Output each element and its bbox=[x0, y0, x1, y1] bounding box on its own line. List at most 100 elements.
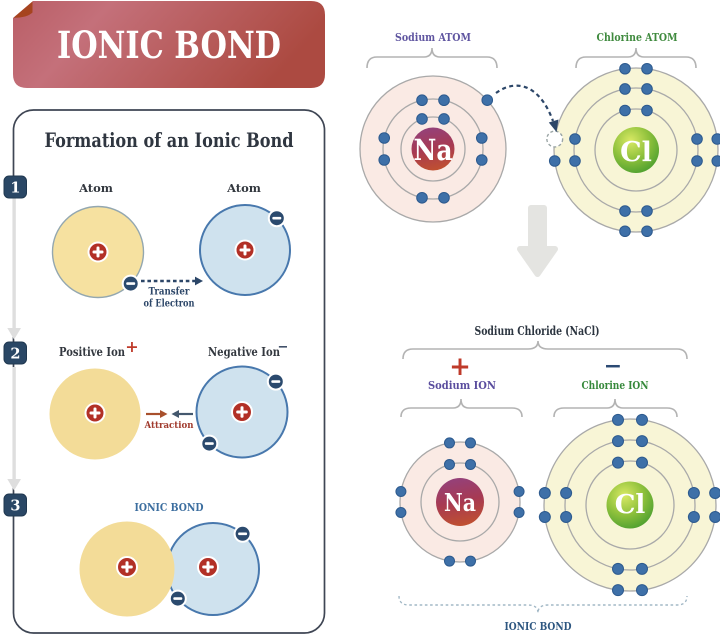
electron-icon bbox=[691, 133, 703, 145]
attraction-label: Attraction bbox=[144, 420, 194, 431]
electron-icon bbox=[641, 205, 653, 217]
step-3-badge bbox=[3, 493, 27, 517]
ionic-bond-brace bbox=[398, 595, 688, 614]
electron-icon bbox=[687, 487, 700, 499]
positive-superscript: + bbox=[125, 337, 138, 356]
electron-icon bbox=[438, 191, 450, 204]
chlorine-ion-label: Chlorine ION bbox=[582, 379, 649, 392]
electron-icon bbox=[687, 511, 700, 523]
step-1-left-label: Atom bbox=[78, 181, 113, 195]
step-badges: 1 2 3 bbox=[3, 175, 27, 517]
electron-icon bbox=[416, 113, 428, 125]
transfer-label-line1: Transfer bbox=[149, 286, 190, 298]
step-2-badge bbox=[3, 341, 27, 365]
electron-icon bbox=[636, 562, 648, 575]
nacl-brace bbox=[402, 340, 688, 360]
chlorine-ion-charge: − bbox=[604, 353, 622, 379]
step-2-right-label: Negative Ion bbox=[208, 345, 280, 359]
banner-fold-icon bbox=[13, 1, 33, 18]
banner-shape bbox=[13, 1, 325, 88]
banner-title: IONIC BOND bbox=[57, 23, 281, 67]
step-2-left-label: Positive Ion bbox=[59, 345, 125, 359]
sodium-ion-charge: + bbox=[449, 352, 471, 382]
sodium-ion-symbol: Na bbox=[444, 488, 476, 517]
chlorine-ion-symbol: Cl bbox=[615, 490, 646, 520]
electron-icon bbox=[395, 486, 407, 497]
sodium-atom-brace bbox=[366, 47, 498, 69]
down-arrowhead-icon bbox=[7, 479, 21, 491]
minus-charge-icon bbox=[266, 372, 285, 391]
electron-icon bbox=[636, 456, 648, 469]
electron-icon bbox=[709, 487, 720, 499]
panel-title: Formation of an Ionic Bond bbox=[45, 128, 294, 152]
chlorine-ion-brace bbox=[553, 398, 678, 418]
sodium-ion: Na bbox=[395, 437, 525, 567]
plus-charge-icon bbox=[197, 556, 219, 578]
electron-icon bbox=[612, 435, 624, 448]
step-1-badge bbox=[3, 175, 27, 199]
nacl-title: Sodium Chloride (NaCl) bbox=[475, 323, 600, 338]
step-connector-arrows bbox=[7, 198, 21, 491]
electron-icon bbox=[569, 155, 581, 167]
sodium-atom-label: Sodium ATOM bbox=[395, 30, 471, 44]
sodium-atom: Na bbox=[359, 75, 507, 223]
minus-charge-icon bbox=[200, 434, 219, 453]
electron-icon bbox=[438, 113, 450, 125]
plus-charge-icon bbox=[234, 239, 256, 261]
attraction-arrows-icon bbox=[146, 410, 193, 418]
ionic-bond-label: IONIC BOND bbox=[505, 620, 572, 633]
electron-transfer-arrow-icon bbox=[495, 84, 559, 132]
electron-icon bbox=[569, 133, 581, 145]
electron-icon bbox=[538, 511, 551, 523]
chlorine-atom-label: Chlorine ATOM bbox=[597, 30, 678, 44]
electron-icon bbox=[438, 94, 450, 107]
electron-icon bbox=[465, 555, 476, 567]
transfer-label-line2: of Electron bbox=[144, 298, 195, 310]
step-2-ions: Positive Ion + Negative Ion − bbox=[49, 337, 289, 460]
electron-icon bbox=[548, 155, 561, 167]
step-3-number: 3 bbox=[10, 498, 20, 515]
chlorine-ion: Cl bbox=[538, 413, 720, 597]
electron-icon bbox=[416, 191, 428, 204]
step-3-label: IONIC BOND bbox=[135, 500, 204, 514]
reaction-down-arrow-icon bbox=[517, 205, 558, 277]
electron-icon bbox=[636, 584, 648, 597]
chlorine-atom: Cl bbox=[546, 62, 720, 238]
electron-icon bbox=[691, 155, 703, 167]
sodium-ion-label: Sodium ION bbox=[428, 379, 496, 392]
electron-icon bbox=[513, 507, 525, 518]
step-2-number: 2 bbox=[10, 346, 20, 363]
electron-icon bbox=[636, 435, 648, 448]
chlorine-atom-shells bbox=[546, 62, 720, 238]
electron-icon bbox=[619, 62, 631, 75]
plus-charge-icon bbox=[231, 401, 253, 423]
minus-charge-icon bbox=[168, 589, 187, 608]
electron-icon bbox=[513, 486, 525, 497]
electron-icon bbox=[612, 584, 624, 597]
electron-vacancy-icon bbox=[546, 130, 564, 148]
electron-icon bbox=[444, 437, 455, 449]
transfer-arrow-icon bbox=[141, 276, 203, 286]
electron-icon bbox=[395, 507, 407, 518]
electron-icon bbox=[641, 225, 653, 238]
electron-icon bbox=[444, 458, 455, 470]
electron-icon bbox=[619, 104, 631, 117]
sodium-atom-shells bbox=[359, 75, 507, 223]
electron-icon bbox=[465, 437, 476, 449]
banner-ribbon: IONIC BOND bbox=[13, 1, 325, 88]
minus-charge-icon bbox=[267, 209, 286, 228]
step-1-atoms: Atom Atom bbox=[51, 181, 291, 310]
electron-icon bbox=[465, 458, 476, 470]
sodium-atom-symbol: Na bbox=[414, 133, 453, 167]
electron-icon bbox=[711, 155, 720, 167]
electron-icon bbox=[612, 456, 624, 469]
chlorine-atom-brace bbox=[575, 47, 697, 69]
formation-panel: Formation of an Ionic Bond 1 2 3 Atom At… bbox=[3, 109, 326, 634]
electron-icon bbox=[612, 413, 624, 426]
step-3-bond: IONIC BOND bbox=[79, 500, 260, 617]
electron-icon bbox=[560, 511, 573, 523]
electron-icon bbox=[416, 94, 428, 107]
chlorine-ion-shells bbox=[538, 413, 720, 597]
